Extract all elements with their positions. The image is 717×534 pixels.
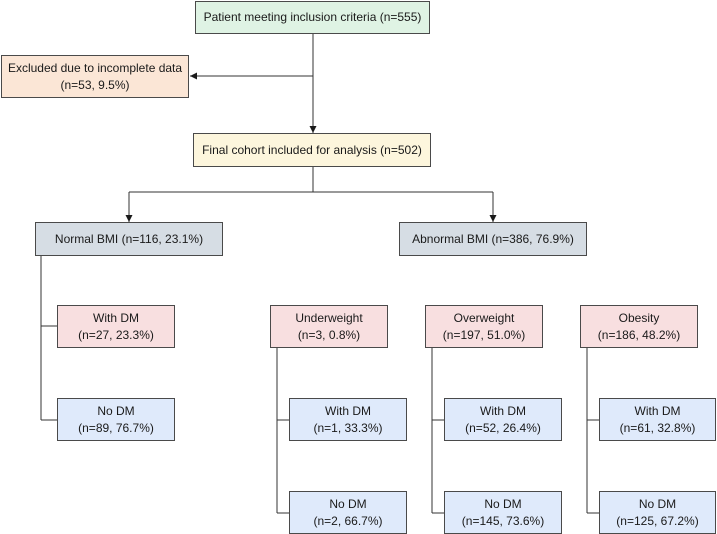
normal-withdm-box: With DM (n=27, 23.3%) xyxy=(57,305,175,348)
obesity-stats: (n=186, 48.2%) xyxy=(597,327,681,342)
obesity-withdm-title: With DM xyxy=(634,403,681,418)
root-box: Patient meeting inclusion criteria (n=55… xyxy=(195,1,430,34)
normal-nodm-title: No DM xyxy=(97,403,135,418)
obesity-nodm-box: No DM (n=125, 67.2%) xyxy=(599,491,716,534)
excluded-line2: (n=53, 9.5%) xyxy=(60,77,130,92)
obesity-withdm-box: With DM (n=61, 32.8%) xyxy=(599,398,716,441)
overweight-withdm-stats: (n=52, 26.4%) xyxy=(465,420,541,435)
overweight-stats: (n=197, 51.0%) xyxy=(442,327,526,342)
obesity-nodm-stats: (n=125, 67.2%) xyxy=(616,513,699,528)
underweight-withdm-title: With DM xyxy=(325,403,371,418)
normal-withdm-stats: (n=27, 23.3%) xyxy=(78,327,154,342)
underweight-nodm-box: No DM (n=2, 66.7%) xyxy=(289,491,407,534)
overweight-withdm-title: With DM xyxy=(480,403,526,418)
underweight-nodm-stats: (n=2, 66.7%) xyxy=(313,513,383,528)
normal-bmi-label: Normal BMI (n=116, 23.1%) xyxy=(54,231,204,246)
overweight-title: Overweight xyxy=(453,310,515,325)
underweight-stats: (n=3, 0.8%) xyxy=(297,327,361,342)
final-cohort-label: Final cohort included for analysis (n=50… xyxy=(202,142,422,157)
normal-withdm-title: With DM xyxy=(93,310,139,325)
abnormal-bmi-box: Abnormal BMI (n=386, 76.9%) xyxy=(399,222,587,256)
obesity-nodm-title: No DM xyxy=(638,496,677,511)
underweight-withdm-stats: (n=1, 33.3%) xyxy=(313,420,383,435)
final-cohort-box: Final cohort included for analysis (n=50… xyxy=(193,133,431,167)
excluded-box: Excluded due to incomplete data (n=53, 9… xyxy=(1,55,189,98)
normal-nodm-box: No DM (n=89, 76.7%) xyxy=(57,398,175,441)
underweight-nodm-title: No DM xyxy=(329,496,367,511)
overweight-nodm-box: No DM (n=145, 73.6%) xyxy=(444,491,562,534)
underweight-title: Underweight xyxy=(295,310,363,325)
overweight-box: Overweight (n=197, 51.0%) xyxy=(425,305,543,348)
excluded-line1: Excluded due to incomplete data xyxy=(7,60,183,75)
abnormal-bmi-label: Abnormal BMI (n=386, 76.9%) xyxy=(412,231,574,246)
overweight-nodm-stats: (n=145, 73.6%) xyxy=(461,513,545,528)
obesity-box: Obesity (n=186, 48.2%) xyxy=(580,305,698,348)
normal-bmi-box: Normal BMI (n=116, 23.1%) xyxy=(35,222,223,256)
underweight-box: Underweight (n=3, 0.8%) xyxy=(270,305,388,348)
overweight-withdm-box: With DM (n=52, 26.4%) xyxy=(444,398,562,441)
root-label: Patient meeting inclusion criteria (n=55… xyxy=(203,10,422,24)
obesity-title: Obesity xyxy=(618,310,660,325)
overweight-nodm-title: No DM xyxy=(484,496,522,511)
normal-nodm-stats: (n=89, 76.7%) xyxy=(78,420,154,435)
obesity-withdm-stats: (n=61, 32.8%) xyxy=(619,420,696,435)
underweight-withdm-box: With DM (n=1, 33.3%) xyxy=(289,398,407,441)
